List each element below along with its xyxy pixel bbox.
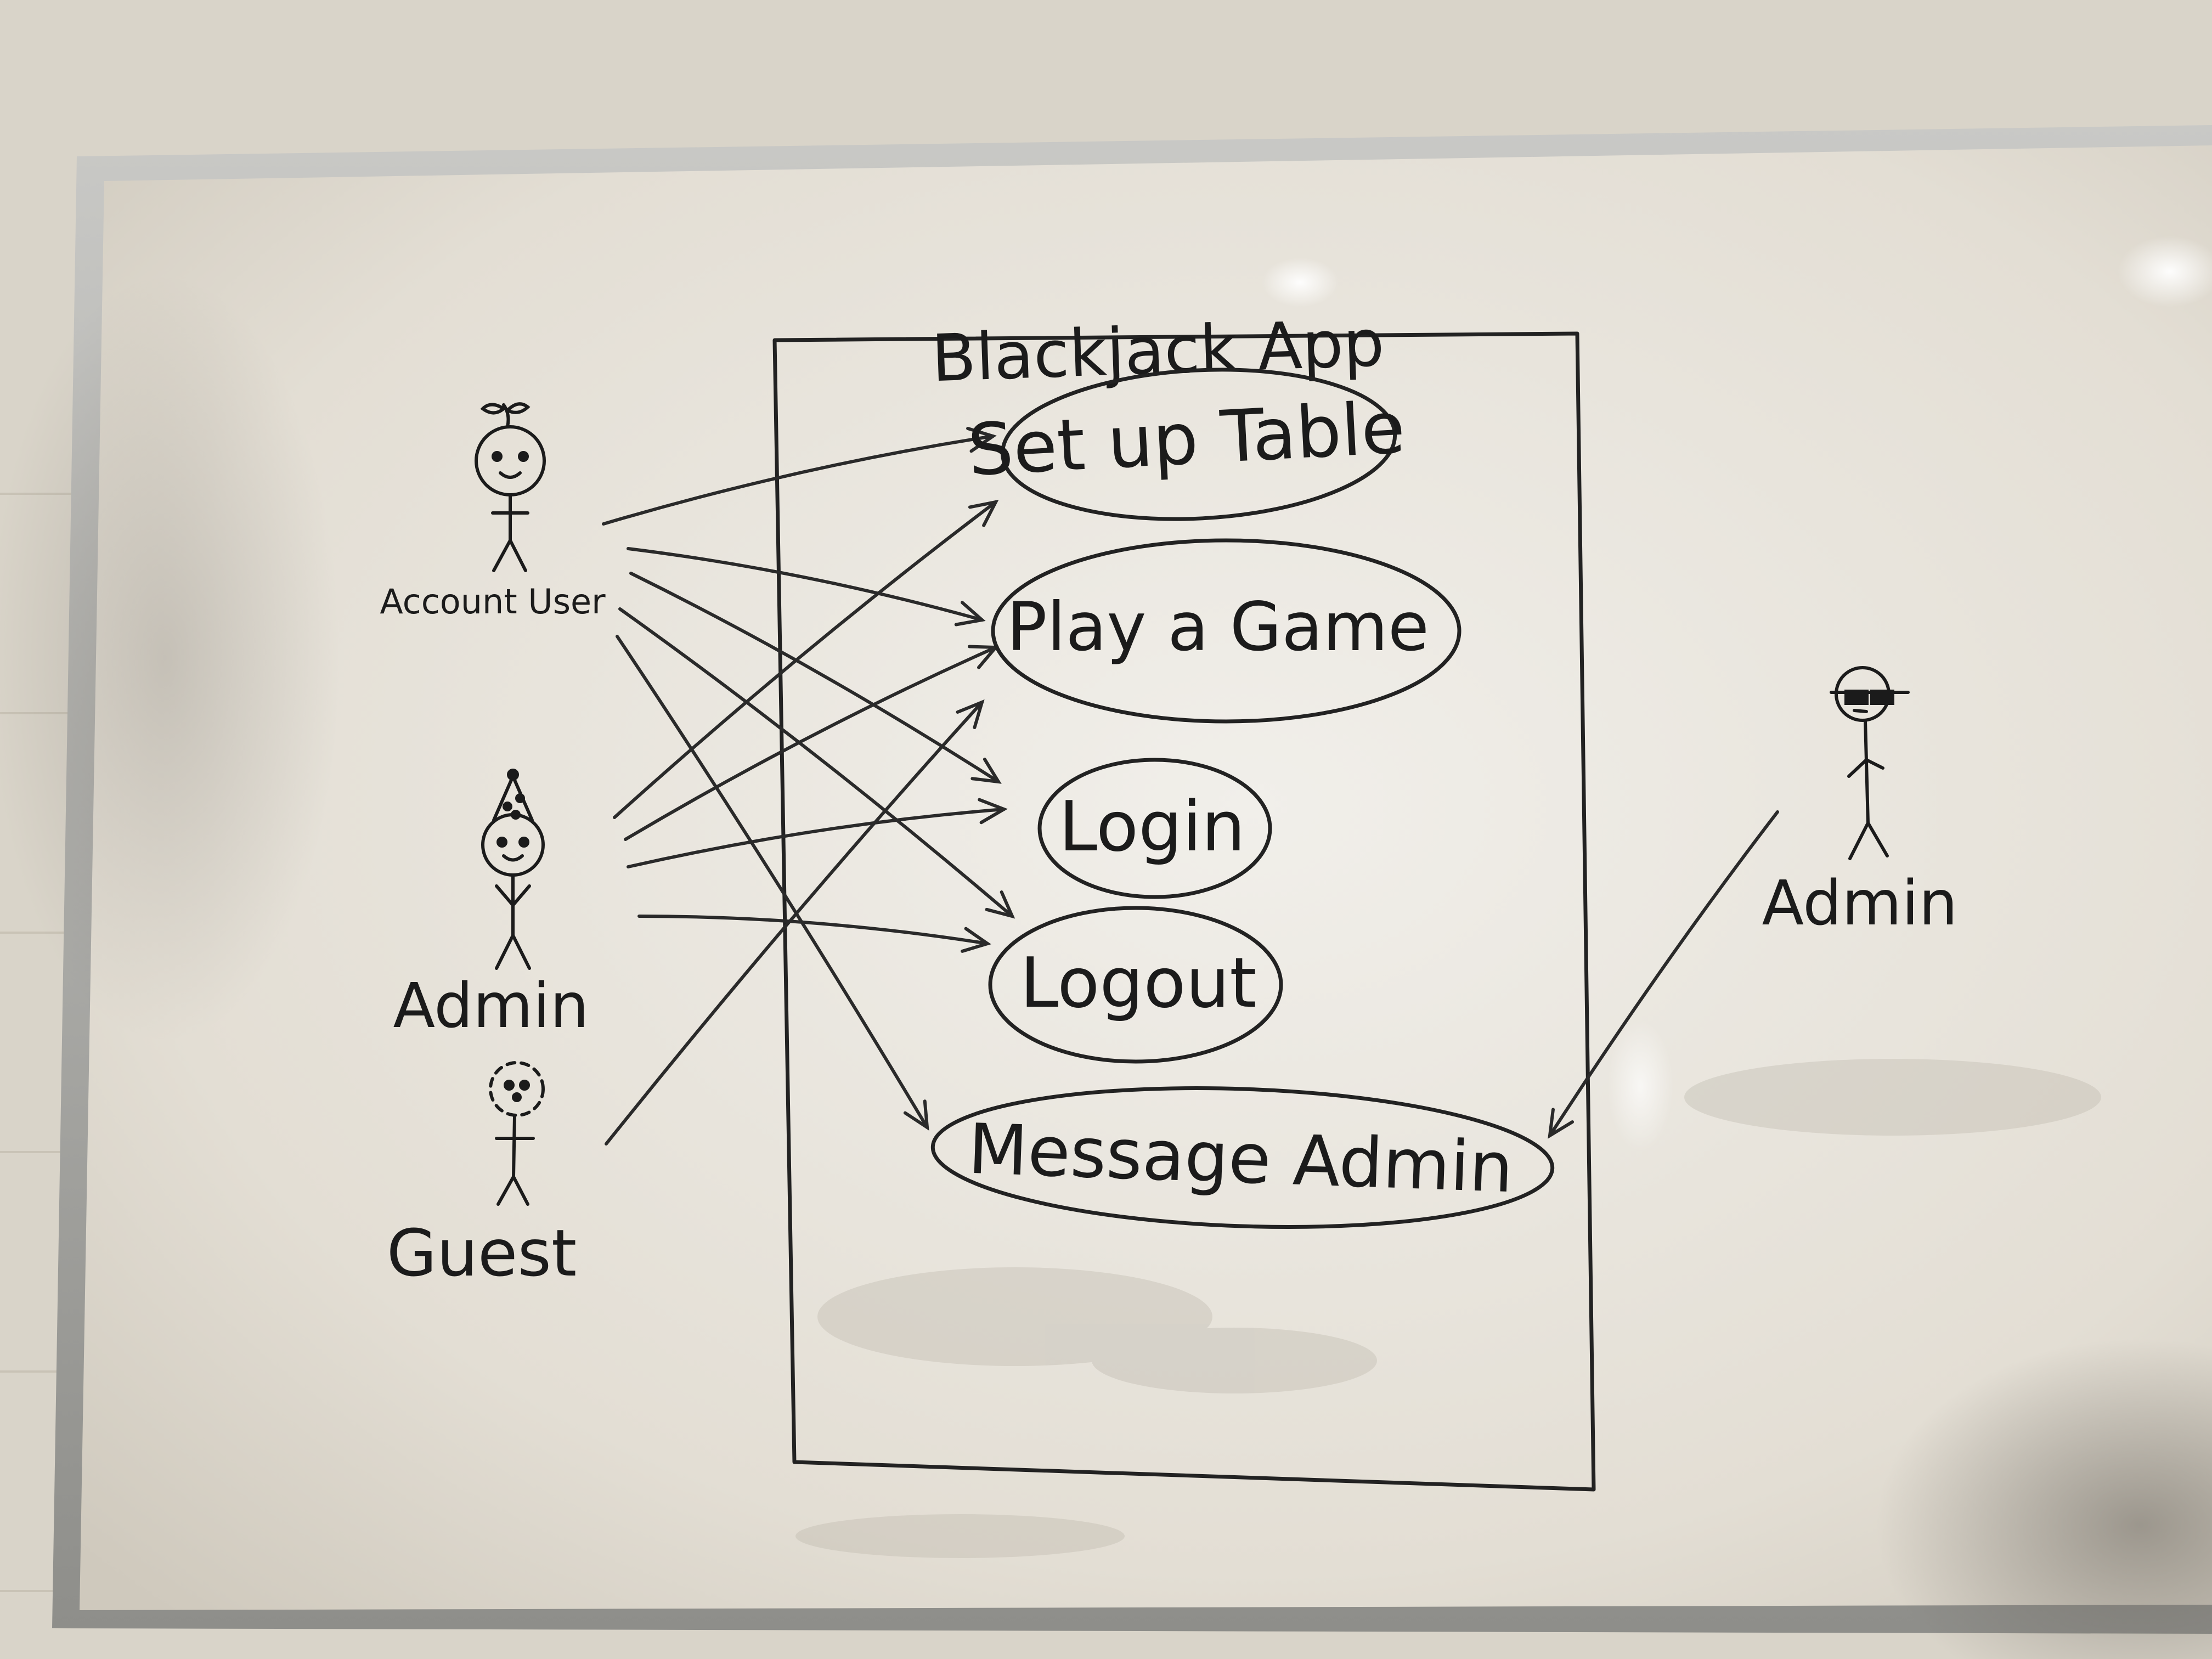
arrowhead	[966, 426, 997, 453]
association-line	[637, 915, 989, 945]
use-case-ellipse	[1000, 368, 1397, 521]
association-line	[627, 547, 984, 622]
arrowhead	[970, 758, 1002, 784]
actor-label: Admin	[393, 970, 589, 1042]
arrowhead	[956, 699, 985, 730]
smiley-stick-figure-icon	[475, 402, 546, 572]
light-glare-2	[2118, 236, 2212, 307]
system-boundary	[772, 331, 1596, 1492]
use-case-login: Login	[1037, 758, 1272, 899]
use-case-ellipse	[988, 906, 1283, 1064]
arrowhead	[954, 601, 986, 627]
actor-label: Account User	[380, 582, 606, 622]
left-shadow	[0, 274, 340, 1042]
actor-admin-right: Admin	[1762, 666, 1958, 939]
associations	[602, 426, 1779, 1146]
actor-guest: Guest	[387, 1061, 577, 1291]
light-glare-1	[1262, 258, 1339, 307]
whiteboard-surface	[80, 145, 2212, 1610]
association-line	[624, 646, 997, 841]
hand-shadow	[1876, 1339, 2212, 1659]
association-line	[605, 701, 984, 1146]
use-case-label: Logout	[1020, 943, 1256, 1023]
system-title: Blackjack App	[930, 305, 1386, 397]
eraser-smudges	[795, 1059, 2101, 1558]
actor-admin-left: Admin	[393, 769, 589, 1042]
use-case-ellipse	[930, 1086, 1555, 1229]
arrowhead	[985, 890, 1015, 919]
actor-label: Admin	[1762, 868, 1958, 939]
use-case-play-a-game: Play a Game	[991, 538, 1462, 724]
arrowhead	[1548, 1108, 1575, 1139]
light-glare-3	[1607, 1020, 1673, 1152]
use-case-label: Login	[1059, 786, 1245, 867]
association-line	[1548, 810, 1779, 1137]
use-case-message-admin: Message Admin	[930, 1086, 1555, 1229]
sunglasses-stick-figure-icon	[1830, 666, 1910, 860]
association-line	[613, 500, 997, 819]
use-case-label: Play a Game	[1007, 588, 1429, 666]
association-line	[627, 808, 1006, 868]
actor-label: Guest	[387, 1215, 577, 1291]
arrowhead	[968, 499, 999, 527]
association-line	[602, 435, 995, 526]
use-case-ellipse	[1037, 758, 1272, 899]
arrowhead	[978, 798, 1008, 825]
arrowhead	[903, 1099, 929, 1131]
dotted-head-stick-figure-icon	[489, 1061, 545, 1206]
use-case-ellipse	[991, 538, 1462, 724]
party-hat-stick-figure-icon	[481, 769, 545, 970]
arrowhead	[961, 927, 991, 953]
use-case-label: Message Admin	[967, 1109, 1514, 1209]
use-case-logout: Logout	[988, 906, 1283, 1064]
association-line	[629, 572, 1000, 783]
association-line	[618, 607, 1014, 918]
association-line	[616, 635, 929, 1129]
actor-account-user: Account User	[380, 402, 606, 622]
